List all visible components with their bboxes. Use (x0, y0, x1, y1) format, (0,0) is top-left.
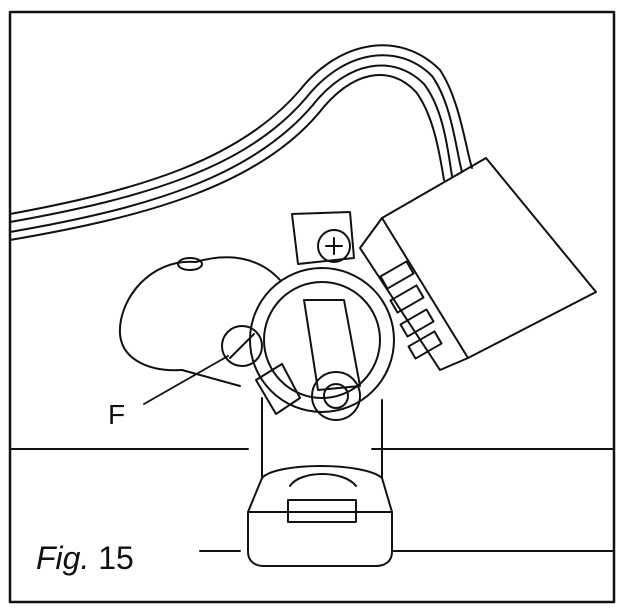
wire-bundle (9, 44, 473, 241)
caption-number: 15 (89, 540, 134, 576)
screw-f (221, 325, 263, 367)
clip-tab (255, 363, 301, 415)
callout-label-f: F (108, 399, 126, 430)
top-bracket (291, 211, 355, 265)
caption-prefix: Fig. (36, 540, 90, 576)
figure-caption: Fig. 15 (36, 540, 134, 577)
central-shaft (303, 299, 361, 421)
callout-leader-f (143, 355, 229, 405)
connector-block (359, 157, 597, 371)
motor-housing (118, 256, 281, 387)
figure-frame (8, 10, 616, 604)
vertical-support (261, 397, 383, 479)
round-flange (249, 267, 395, 413)
bottom-mount (247, 473, 393, 567)
